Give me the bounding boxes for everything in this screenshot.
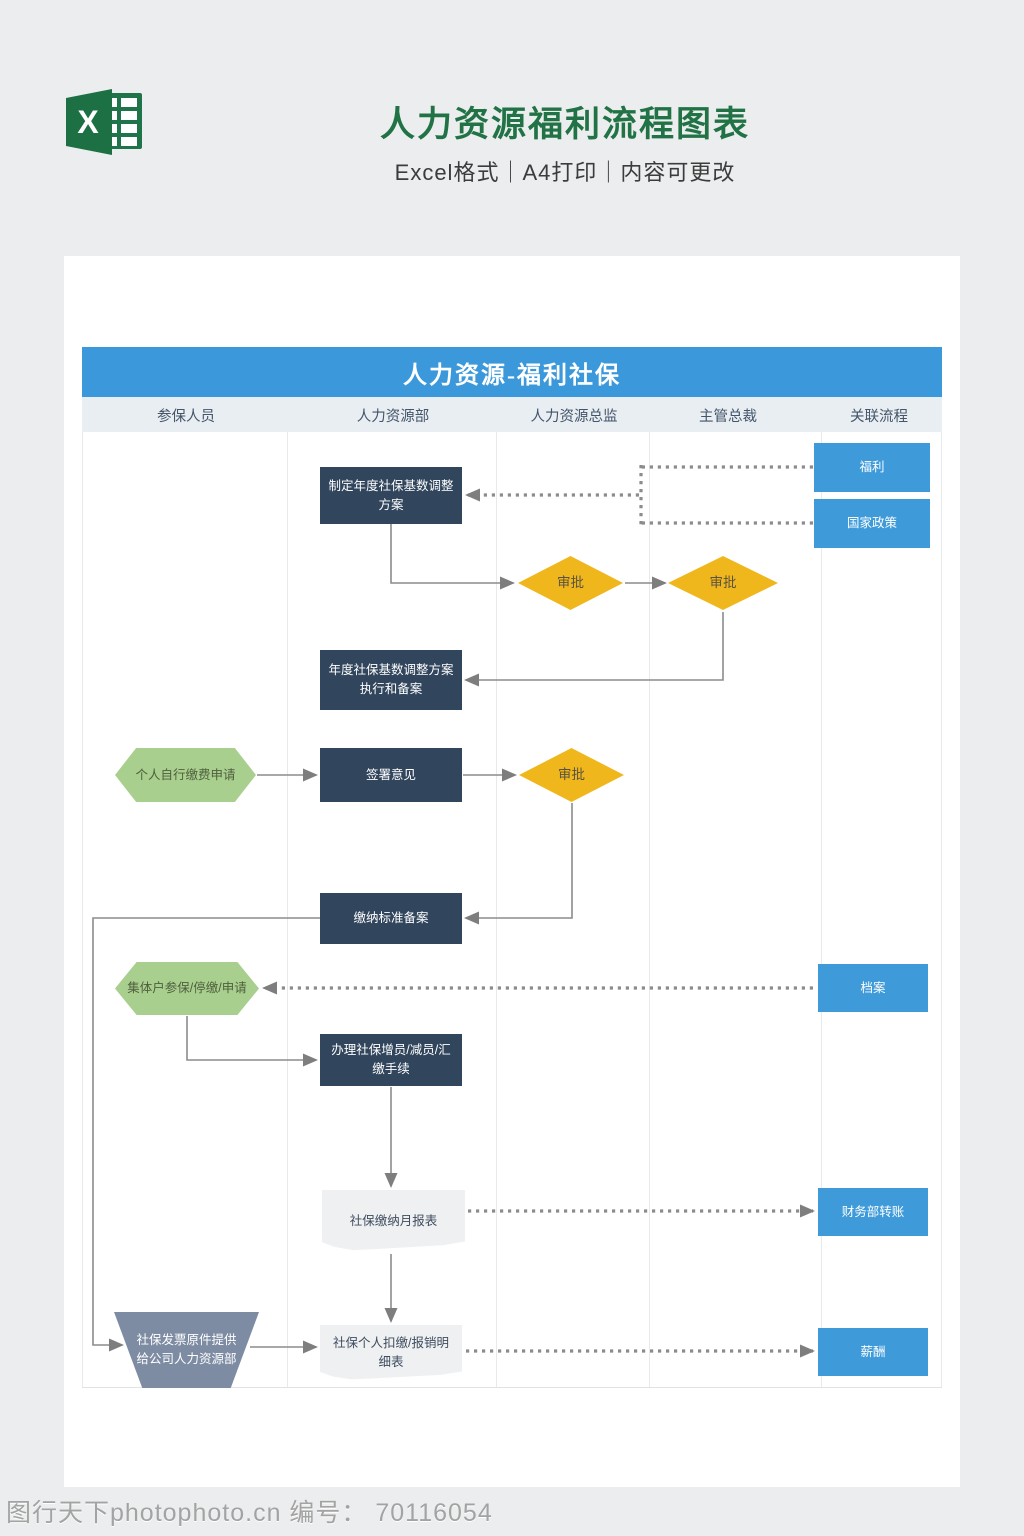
lane-divider-1 xyxy=(287,432,288,1388)
lane-label-hr-director: 人力资源总监 xyxy=(530,409,618,425)
related-national-policy: 国家政策 xyxy=(814,499,930,548)
page-header: X 人力资源福利流程图表 Excel格式｜A4打印｜内容可更改 xyxy=(0,0,1024,256)
excel-cover xyxy=(66,89,112,155)
lane-label-president: 主管总裁 xyxy=(699,409,757,425)
excel-x-letter: X xyxy=(77,104,99,140)
page-title: 人力资源福利流程图表 xyxy=(379,105,750,144)
lane-header-row: 参保人员 人力资源部 人力资源总监 主管总裁 关联流程 xyxy=(82,397,942,432)
lane-divider-2 xyxy=(496,432,497,1388)
lane-label-insured: 参保人员 xyxy=(157,409,215,425)
watermark-text: 图行天下photophoto.cn 编号： 70116054 xyxy=(6,1499,493,1527)
lane-divider-4 xyxy=(821,432,822,1388)
poster-card xyxy=(64,256,960,1487)
process-make-plan: 制定年度社保基数调整方案 xyxy=(320,467,462,524)
connector-record-to-invoice xyxy=(92,917,320,1352)
start-group-apply: 集体户参保/停缴/申请 xyxy=(115,962,259,1015)
process-record-standard: 缴纳标准备案 xyxy=(320,893,462,944)
lane-divider-3 xyxy=(649,432,650,1388)
page-subtitle: Excel格式｜A4打印｜内容可更改 xyxy=(394,160,736,185)
document-monthly-report: 社保缴纳月报表 xyxy=(322,1190,465,1251)
related-salary: 薪酬 xyxy=(818,1328,928,1376)
flowchart-title: 人力资源-福利社保 xyxy=(82,347,942,397)
connector-lines xyxy=(92,465,815,1358)
related-finance-transfer: 财务部转账 xyxy=(818,1188,928,1236)
lane-label-related: 关联流程 xyxy=(850,409,908,425)
input-invoice-original: 社保发票原件提供给公司人力资源部 xyxy=(114,1312,259,1388)
chart-bottom-border xyxy=(82,1387,942,1388)
document-detail-report: 社保个人扣缴/报销明细表 xyxy=(320,1325,462,1380)
flowchart: 人力资源-福利社保 参保人员 人力资源部 人力资源总监 主管总裁 关联流程 xyxy=(82,347,942,1388)
process-execute-plan: 年度社保基数调整方案执行和备案 xyxy=(320,650,462,710)
lane-border-right xyxy=(941,432,942,1388)
lane-border-left xyxy=(82,432,83,1388)
process-handle-insurance: 办理社保增员/减员/汇缴手续 xyxy=(320,1034,462,1086)
related-welfare: 福利 xyxy=(814,443,930,492)
related-archive: 档案 xyxy=(818,964,928,1012)
start-personal-apply: 个人自行缴费申请 xyxy=(115,748,256,802)
connector-approve3-to-record xyxy=(464,803,573,925)
process-sign-opinion: 签署意见 xyxy=(320,748,462,802)
connector-approve2-to-execute xyxy=(464,612,724,687)
connector-plan-to-approve1 xyxy=(390,524,515,590)
lane-label-hr-dept: 人力资源部 xyxy=(356,409,430,425)
excel-icon: X xyxy=(66,89,142,155)
connector-group-to-handle xyxy=(186,1016,318,1067)
